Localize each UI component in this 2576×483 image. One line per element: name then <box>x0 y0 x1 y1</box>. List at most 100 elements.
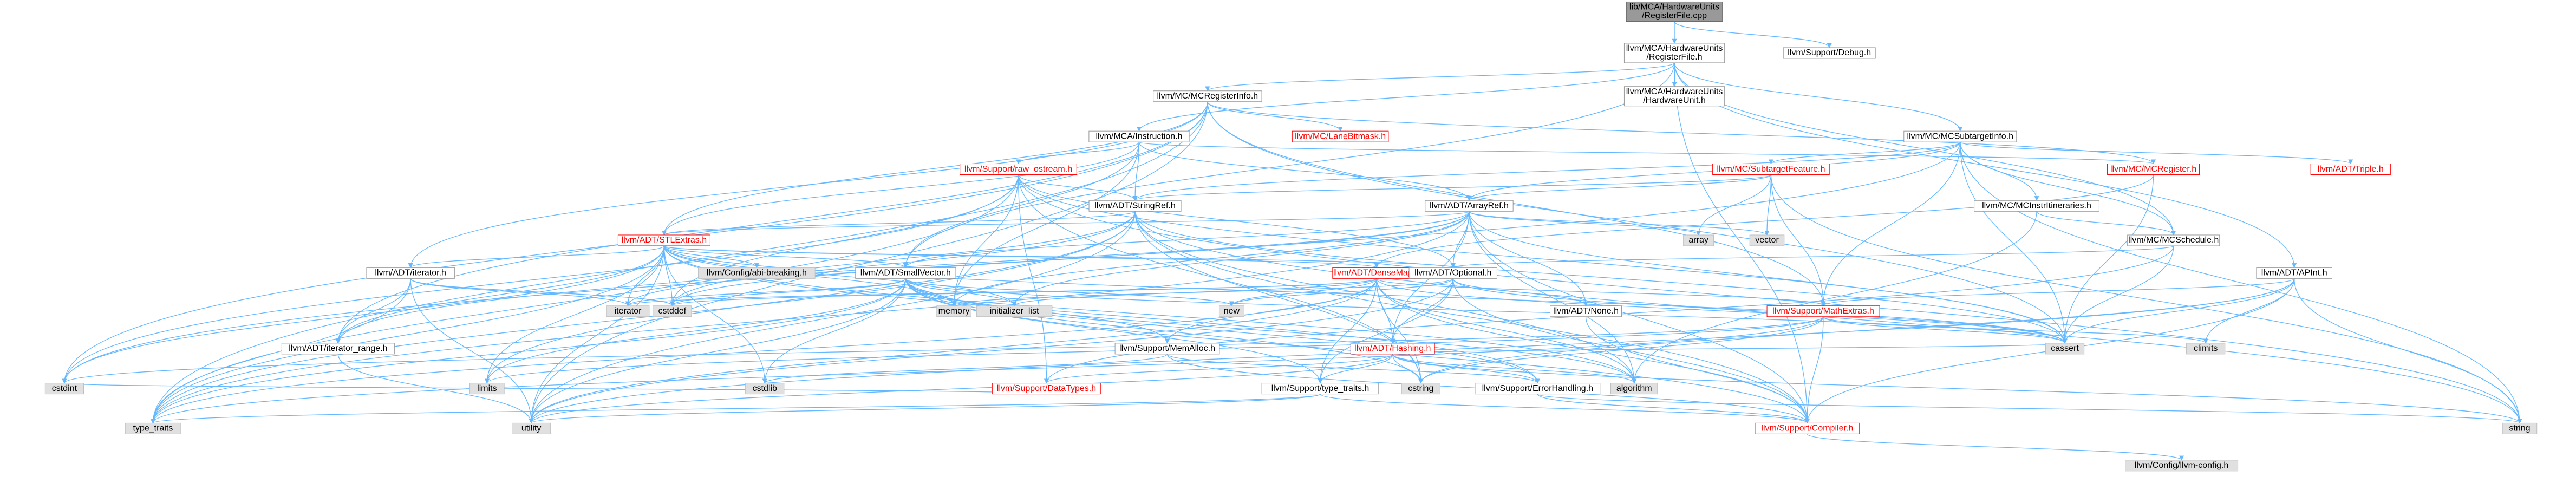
edge-subtargetfeature-h-to-stringref-h <box>1132 174 1772 201</box>
node-mcregister-h[interactable]: llvm/MC/MCRegister.h <box>2107 164 2200 175</box>
node-datatypes-h[interactable]: llvm/Support/DataTypes.h <box>992 383 1101 395</box>
node-box <box>1766 305 1880 317</box>
edge-smallvector-h-to-limits <box>484 278 907 384</box>
edge-stlextras-h-to-limits <box>484 245 665 384</box>
node-arrayref-h[interactable]: llvm/ADT/ArrayRef.h <box>1425 200 1514 212</box>
node-box <box>1626 1 1723 22</box>
node-debug-h[interactable]: llvm/Support/Debug.h <box>1783 47 1876 59</box>
edge-stlextras-h-to-iterator-h <box>408 245 665 269</box>
node-raw-ostream-h[interactable]: llvm/Support/raw_ostream.h <box>960 164 1077 175</box>
node-apint-h[interactable]: llvm/ADT/APInt.h <box>2256 267 2333 279</box>
node-label: llvm/MC/SubtargetFeature.h <box>1717 165 1825 174</box>
node-stlextras-h[interactable]: llvm/ADT/STLExtras.h <box>617 234 710 246</box>
edge-apint-h-to-mathextras-h <box>1821 278 2295 306</box>
edge-mathextras-h-to-cstdint <box>62 316 1824 384</box>
edge-mathextras-h-to-cstring <box>1418 316 1824 384</box>
node-box <box>606 305 650 317</box>
edge-mcinstrit-h-to-mcschedule-h <box>2036 211 2176 236</box>
edge-apint-h-to-climits <box>2203 278 2295 344</box>
node-string: string <box>2502 422 2538 434</box>
edge-arrayref-h-to-optional-h <box>1450 211 1470 269</box>
edge-raw-ostream-h-to-datatypes-h <box>1018 174 1049 384</box>
edge-arrayref-h-to-cstddef <box>669 211 1470 306</box>
node-box <box>1408 267 1497 279</box>
edge-smallvector-h-to-new <box>905 278 1234 306</box>
node-label: cassert <box>2051 344 2079 353</box>
edge-instruction-h-to-smallvector-h <box>903 142 1140 269</box>
node-box <box>512 422 551 434</box>
node-densemap-h[interactable]: llvm/ADT/DenseMap.h <box>1332 267 1421 279</box>
edge-iterator-h-to-utility <box>410 278 534 424</box>
node-mathextras-h[interactable]: llvm/Support/MathExtras.h <box>1766 305 1880 317</box>
node-hardwareunit-h[interactable]: llvm/MCA/HardwareUnits/HardwareUnit.h <box>1623 86 1725 107</box>
edge-smallvector-h-to-algorithm <box>905 278 1637 384</box>
node-label: vector <box>1755 236 1779 245</box>
node-lanebitmask-h[interactable]: llvm/MC/LaneBitmask.h <box>1292 130 1389 142</box>
node-label: llvm/Config/abi-breaking.h <box>707 269 807 278</box>
edge-stringref-h-to-cstddef <box>669 211 1136 306</box>
node-box <box>976 305 1053 317</box>
node-type-traits: type_traits <box>125 422 181 434</box>
edge-iterator-range-h-to-utility <box>337 354 534 424</box>
node-compiler-h[interactable]: llvm/Support/Compiler.h <box>1755 422 1860 434</box>
edge-registerfile-h-to-instruction-h <box>1137 62 1675 132</box>
node-utility: utility <box>512 422 551 434</box>
edge-hashing-h-to-errorhandling-h <box>1392 354 1540 384</box>
node-errorhandling-h[interactable]: llvm/Support/ErrorHandling.h <box>1475 383 1601 395</box>
node-box <box>44 383 84 395</box>
edge-compiler-h-to-llvm-config-h <box>1807 433 2184 461</box>
node-stringref-h[interactable]: llvm/ADT/StringRef.h <box>1088 200 1182 212</box>
edge-none-h-to-compiler-h <box>1585 316 1810 424</box>
node-box <box>1088 200 1182 212</box>
node-subtargetfeature-h[interactable]: llvm/MC/SubtargetFeature.h <box>1712 164 1830 175</box>
node-optional-h[interactable]: llvm/ADT/Optional.h <box>1408 267 1497 279</box>
node-smallvector-h[interactable]: llvm/ADT/SmallVector.h <box>855 267 956 279</box>
node-mcsubtargetinfo-h[interactable]: llvm/MC/MCSubtargetInfo.h <box>1903 130 2017 142</box>
node-array: array <box>1683 234 1714 246</box>
edge-arrayref-h-to-stlextras-h <box>662 211 1470 236</box>
node-layer: lib/MCA/HardwareUnits/RegisterFile.cppll… <box>44 1 2538 472</box>
edge-optional-h-to-utility <box>529 278 1453 424</box>
edge-apint-h-to-string <box>2294 278 2522 424</box>
edge-densemap-h-to-type-traits <box>151 278 1377 424</box>
node-box <box>1974 200 2099 212</box>
node-label: llvm/ADT/DenseMap.h <box>1333 269 1420 278</box>
node-type-traits-h[interactable]: llvm/Support/type_traits.h <box>1261 383 1379 395</box>
edge-subtargetfeature-h-to-vector <box>1764 174 1772 236</box>
node-mcschedule-h[interactable]: llvm/MC/MCSchedule.h <box>2127 234 2220 246</box>
node-label: /RegisterFile.h <box>1646 53 1702 62</box>
edge-subtargetfeature-h-to-arrayref-h <box>1466 174 1772 201</box>
node-registerfile-h[interactable]: llvm/MCA/HardwareUnits/RegisterFile.h <box>1623 43 1725 63</box>
edge-stringref-h-to-cassert <box>1134 211 2068 344</box>
node-mcregisterinfo-h[interactable]: llvm/MC/MCRegisterInfo.h <box>1153 90 1262 102</box>
node-box <box>653 305 692 317</box>
node-iterator-h[interactable]: llvm/ADT/iterator.h <box>366 267 455 279</box>
edge-smallvector-h-to-cstring <box>905 278 1424 384</box>
node-triple-h[interactable]: llvm/ADT/Triple.h <box>2310 164 2391 175</box>
edge-stlextras-h-to-iterator <box>625 245 665 306</box>
node-mcinstrit-h[interactable]: llvm/MC/MCInstrItineraries.h <box>1974 200 2099 212</box>
node-initializer-list: initializer_list <box>976 305 1053 317</box>
edge-mcinstrit-h-to-algorithm <box>1632 211 2037 384</box>
node-box <box>1218 305 1244 317</box>
node-memalloc-h[interactable]: llvm/Support/MemAlloc.h <box>1114 343 1220 355</box>
node-label: memory <box>938 306 970 316</box>
node-instruction-h[interactable]: llvm/MCA/Instruction.h <box>1088 130 1190 142</box>
edge-mcregisterinfo-h-to-mcregister-h <box>1207 101 2156 165</box>
edge-stlextras-h-to-config-abi-h <box>663 245 759 269</box>
node-none-h[interactable]: llvm/ADT/None.h <box>1550 305 1622 317</box>
edge-mcsubtargetinfo-h-to-mathextras-h <box>1821 142 1961 306</box>
node-cstdlib: cstdlib <box>745 383 785 395</box>
node-label: type_traits <box>133 424 173 433</box>
node-label: /RegisterFile.cpp <box>1642 11 1707 21</box>
node-iterator-range-h[interactable]: llvm/ADT/iterator_range.h <box>281 343 395 355</box>
node-hashing-h[interactable]: llvm/ADT/Hashing.h <box>1350 343 1435 355</box>
edge-registerfile-h-to-compiler-h <box>1674 62 1810 424</box>
edge-type-traits-h-to-type-traits <box>151 394 1321 424</box>
edge-smallvector-h-to-type-traits <box>150 278 907 424</box>
node-label: algorithm <box>1616 384 1652 393</box>
edge-mcregisterinfo-h-to-mathextras-h <box>1207 101 1826 306</box>
edge-instruction-h-to-mcregister-h <box>1138 141 2156 165</box>
node-box <box>1401 383 1440 395</box>
